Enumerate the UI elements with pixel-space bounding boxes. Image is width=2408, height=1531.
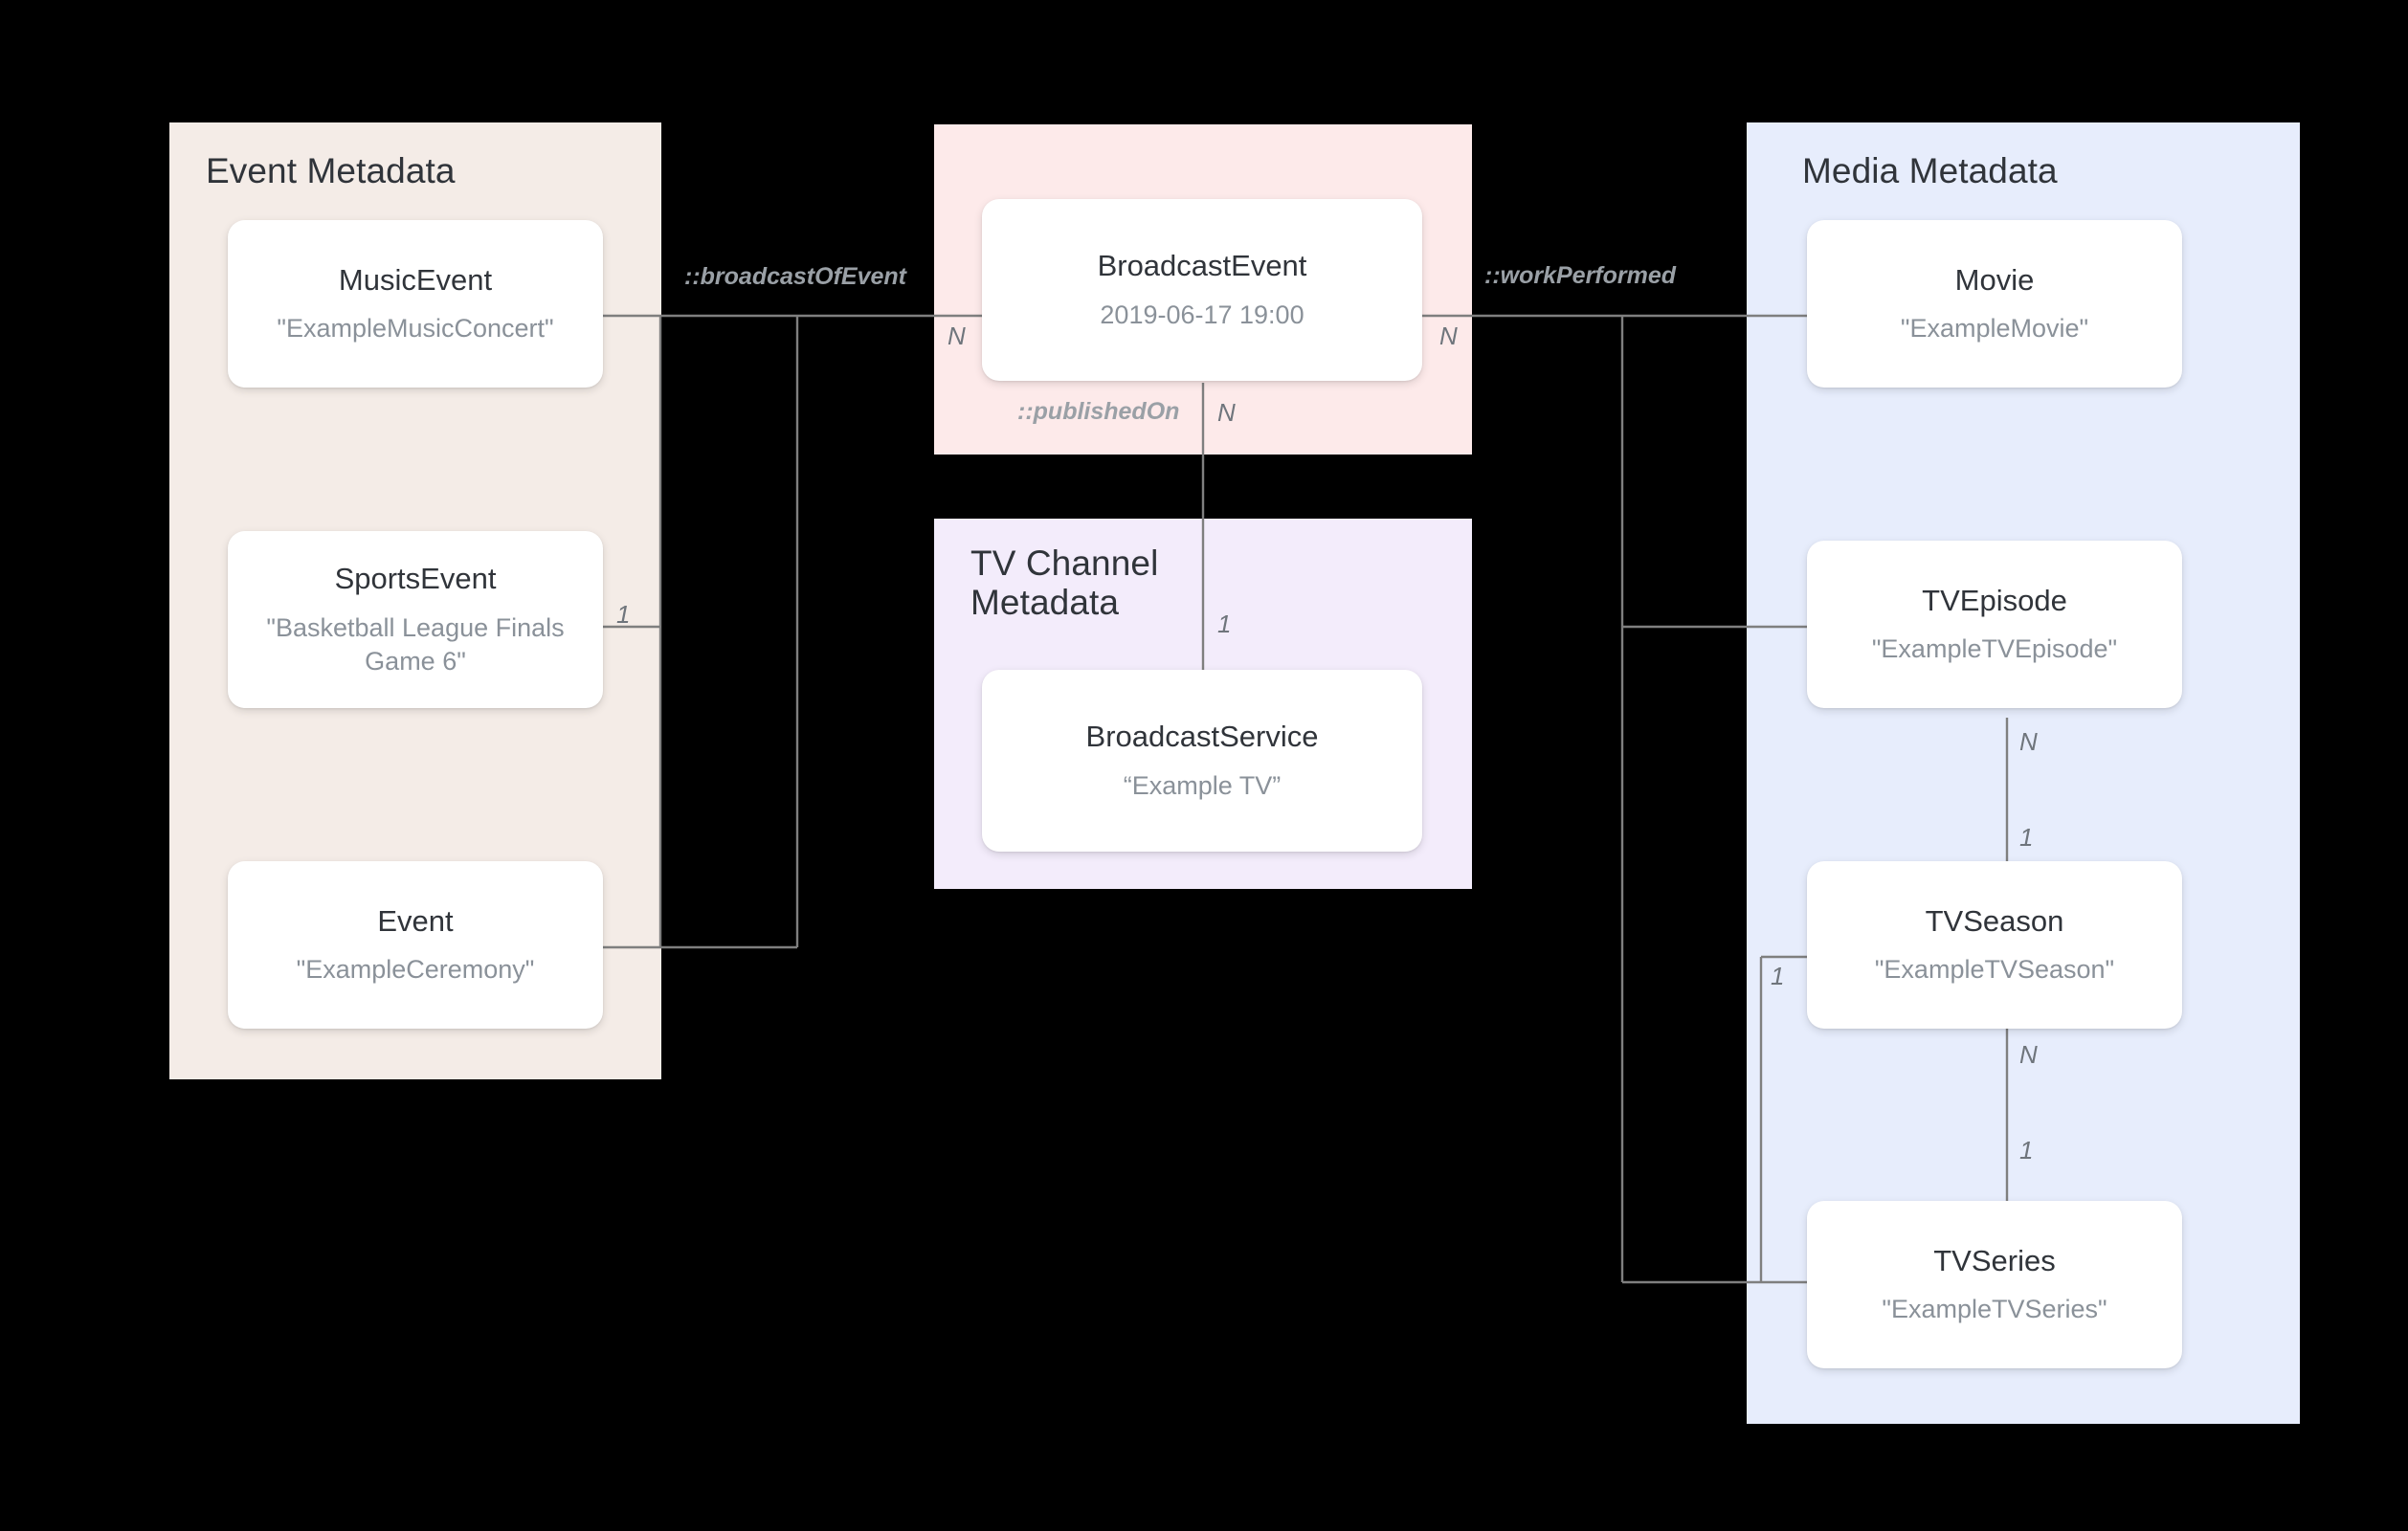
relation-label-work-performed: ::workPerformed bbox=[1484, 262, 1677, 289]
relation-label-broadcast-of-event: ::broadcastOfEvent bbox=[684, 263, 906, 290]
entity-value: "ExampleTVSeason" bbox=[1874, 955, 2115, 985]
entity-card-event[interactable]: Event "ExampleCeremony" bbox=[228, 861, 603, 1029]
entity-value: “Example TV” bbox=[1123, 770, 1282, 800]
entity-name: TVSeries bbox=[1933, 1243, 2056, 1277]
group-title-event-metadata: Event Metadata bbox=[206, 151, 456, 190]
entity-card-broadcast-service[interactable]: BroadcastService “Example TV” bbox=[982, 670, 1422, 852]
entity-name: Movie bbox=[1954, 262, 2035, 297]
entity-card-tv-episode[interactable]: TVEpisode "ExampleTVEpisode" bbox=[1807, 541, 2182, 708]
entity-value: "ExampleMovie" bbox=[1900, 314, 2089, 344]
group-title-tv-channel-metadata: TV Channel Metadata bbox=[970, 544, 1159, 623]
entity-card-sports-event[interactable]: SportsEvent "Basketball League Finals Ga… bbox=[228, 531, 603, 708]
entity-card-tv-series[interactable]: TVSeries "ExampleTVSeries" bbox=[1807, 1201, 2182, 1368]
cardinality-tv-season-left: 1 bbox=[1771, 962, 1785, 990]
cardinality-tv-season-bottom: N bbox=[2019, 1040, 2038, 1069]
entity-card-tv-season[interactable]: TVSeason "ExampleTVSeason" bbox=[1807, 861, 2182, 1029]
entity-name: TVEpisode bbox=[1922, 583, 2067, 617]
cardinality-broadcast-event-right: N bbox=[1439, 322, 1458, 350]
entity-name: SportsEvent bbox=[334, 562, 497, 596]
entity-value: 2019-06-17 19:00 bbox=[1100, 300, 1304, 329]
entity-name: BroadcastService bbox=[1085, 720, 1319, 754]
cardinality-broadcast-service-top: 1 bbox=[1217, 610, 1232, 638]
entity-card-music-event[interactable]: MusicEvent "ExampleMusicConcert" bbox=[228, 220, 603, 388]
entity-name: Event bbox=[377, 903, 454, 938]
entity-value: "ExampleMusicConcert" bbox=[277, 314, 554, 344]
entity-card-broadcast-event[interactable]: BroadcastEvent 2019-06-17 19:00 bbox=[982, 199, 1422, 381]
cardinality-broadcast-event-bottom: N bbox=[1217, 398, 1236, 427]
cardinality-tv-season-top: 1 bbox=[2019, 823, 2034, 852]
entity-card-movie[interactable]: Movie "ExampleMovie" bbox=[1807, 220, 2182, 388]
cardinality-tv-series-top: 1 bbox=[2019, 1136, 2034, 1165]
entity-name: BroadcastEvent bbox=[1097, 249, 1307, 283]
cardinality-tv-episode-bottom: N bbox=[2019, 727, 2038, 756]
cardinality-sports-event-right: 1 bbox=[616, 600, 631, 629]
cardinality-broadcast-event-left: N bbox=[948, 322, 966, 350]
entity-value: "ExampleCeremony" bbox=[296, 955, 535, 985]
entity-value: "Basketball League Finals Game 6" bbox=[266, 612, 565, 676]
entity-name: TVSeason bbox=[1925, 903, 2064, 938]
entity-name: MusicEvent bbox=[338, 262, 493, 297]
group-title-media-metadata: Media Metadata bbox=[1802, 151, 2058, 190]
entity-value: "ExampleTVSeries" bbox=[1882, 1295, 2107, 1324]
entity-value: "ExampleTVEpisode" bbox=[1871, 634, 2118, 664]
relation-label-published-on: ::publishedOn bbox=[1017, 398, 1180, 425]
